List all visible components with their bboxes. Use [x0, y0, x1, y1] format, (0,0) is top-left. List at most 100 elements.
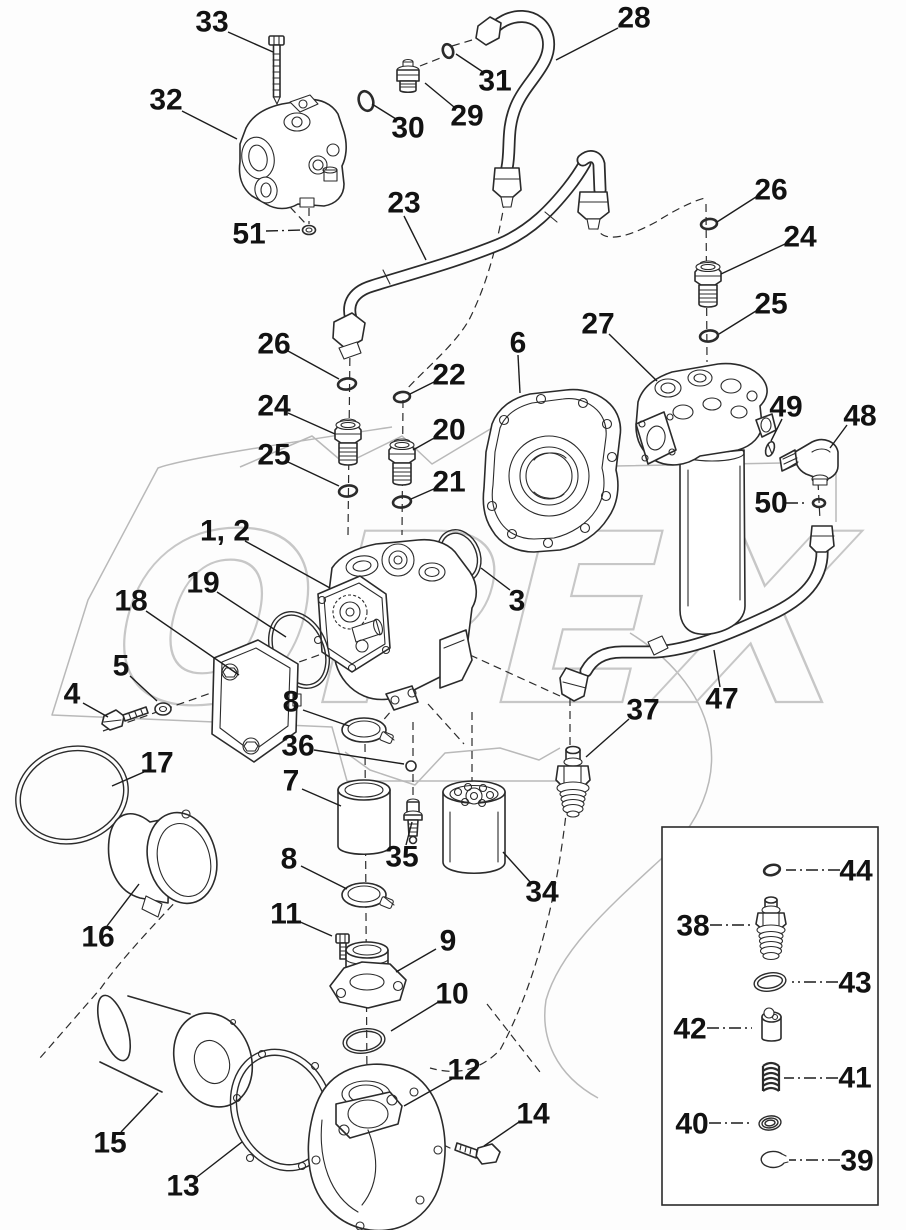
fitting-29-drawing — [396, 58, 420, 94]
leader-line-16 — [106, 883, 140, 927]
callout-label-9: 9 — [440, 925, 457, 958]
hydraulic-pump-1-2-drawing — [313, 538, 478, 711]
fitting-24-left-drawing — [334, 418, 362, 466]
oring-26-left-drawing — [336, 377, 358, 391]
control-valve-32-drawing — [238, 94, 347, 210]
callout-label-22: 22 — [432, 359, 465, 392]
callout-label-29: 29 — [450, 100, 483, 133]
leader-line-8 — [302, 709, 350, 727]
callout-label-19: 19 — [186, 567, 219, 600]
leader-line-12 — [403, 1078, 453, 1107]
washer-40-drawing — [758, 1115, 782, 1131]
hose-23-drawing — [332, 150, 610, 360]
leader-line-49 — [770, 418, 783, 442]
callout-label-42: 42 — [673, 1013, 706, 1046]
snap-ring-39-drawing — [760, 1150, 789, 1169]
callout-label-17: 17 — [140, 747, 173, 780]
callout-label-21: 21 — [432, 466, 465, 499]
callout-label-47: 47 — [705, 683, 738, 716]
oring-25-left-drawing — [337, 484, 359, 498]
callout-label-27: 27 — [581, 308, 614, 341]
oring-22-drawing — [392, 390, 412, 404]
leader-line-14 — [483, 1121, 520, 1147]
leader-line-34 — [502, 851, 532, 884]
callout-label-8: 8 — [281, 843, 298, 876]
callout-label-18: 18 — [114, 585, 147, 618]
leader-line-29 — [424, 82, 455, 108]
leader-line-13 — [196, 1141, 243, 1178]
callout-label-32: 32 — [149, 84, 182, 117]
leader-line-31 — [455, 53, 484, 73]
leader-line-30 — [371, 103, 397, 120]
leader-line-23 — [403, 215, 427, 261]
leader-line-28 — [555, 27, 619, 61]
bolt-4-drawing — [101, 706, 149, 731]
leader-line-24 — [720, 243, 786, 275]
oring-31-drawing — [441, 42, 455, 60]
callout-label-24: 24 — [783, 221, 817, 254]
leader-line-27 — [608, 333, 658, 382]
leader-line-8 — [300, 865, 348, 890]
callout-label-8: 8 — [283, 686, 300, 719]
callout-label-33: 33 — [195, 6, 228, 39]
leader-line-25 — [287, 461, 340, 487]
poppet-42-drawing — [761, 1007, 782, 1042]
callout-label-26: 26 — [257, 328, 290, 361]
callout-label-31: 31 — [478, 65, 511, 98]
flange-9-drawing — [329, 941, 407, 1009]
leader-line-25 — [718, 310, 757, 335]
callout-label-50: 50 — [754, 487, 787, 520]
leader-line-37 — [585, 718, 630, 758]
sender-fitting-37-drawing — [555, 745, 591, 818]
leader-line-33 — [227, 31, 274, 53]
fitting-20-drawing — [388, 438, 416, 486]
callout-label-34: 34 — [525, 876, 559, 909]
leader-line-11 — [297, 920, 333, 937]
leader-line-26 — [287, 350, 340, 380]
ball-36-drawing — [405, 760, 417, 772]
callout-label-16: 16 — [81, 921, 114, 954]
callout-label-20: 20 — [432, 414, 465, 447]
callout-label-12: 12 — [447, 1054, 480, 1087]
leader-line-3 — [480, 567, 511, 591]
callout-label-23: 23 — [387, 187, 420, 220]
callout-label-1-2: 1, 2 — [200, 515, 250, 548]
callout-label-26: 26 — [754, 174, 787, 207]
oring-26-right-drawing — [699, 217, 719, 231]
leader-line-26 — [716, 196, 757, 223]
leader-line-9 — [395, 948, 437, 973]
callout-label-14: 14 — [516, 1098, 550, 1131]
oring-10-drawing — [342, 1028, 386, 1054]
callout-label-36: 36 — [281, 730, 314, 763]
leader-line-5 — [129, 675, 158, 702]
strainer-15-drawing — [96, 994, 254, 1108]
callout-label-25: 25 — [257, 439, 290, 472]
callout-label-48: 48 — [843, 400, 876, 433]
hose-28-drawing — [475, 10, 556, 208]
leader-line-22 — [409, 380, 437, 395]
pump-housing-6-drawing — [482, 388, 622, 553]
filter-head-27-drawing — [635, 362, 777, 636]
callout-label-38: 38 — [676, 910, 709, 943]
leader-line-20 — [412, 436, 437, 451]
leader-line-15 — [120, 1092, 159, 1133]
clamp-8-lower-drawing — [341, 882, 395, 910]
callout-label-51: 51 — [232, 218, 265, 251]
tube-7-drawing — [337, 779, 391, 855]
leader-line-24 — [287, 412, 336, 435]
leader-line-7 — [301, 788, 342, 807]
callout-label-13: 13 — [166, 1170, 199, 1203]
callout-label-6: 6 — [510, 327, 527, 360]
callout-label-15: 15 — [93, 1127, 126, 1160]
callout-label-3: 3 — [509, 585, 526, 618]
oring-30-drawing — [357, 89, 375, 113]
leader-line-47 — [713, 649, 721, 688]
oring-21-drawing — [391, 495, 413, 509]
bolt-33-drawing — [268, 35, 285, 105]
callout-label-43: 43 — [838, 967, 871, 1000]
callout-label-5: 5 — [113, 650, 130, 683]
oring-17-drawing — [15, 745, 129, 845]
hose-47-drawing — [559, 525, 835, 702]
oring-43-drawing — [753, 972, 787, 992]
